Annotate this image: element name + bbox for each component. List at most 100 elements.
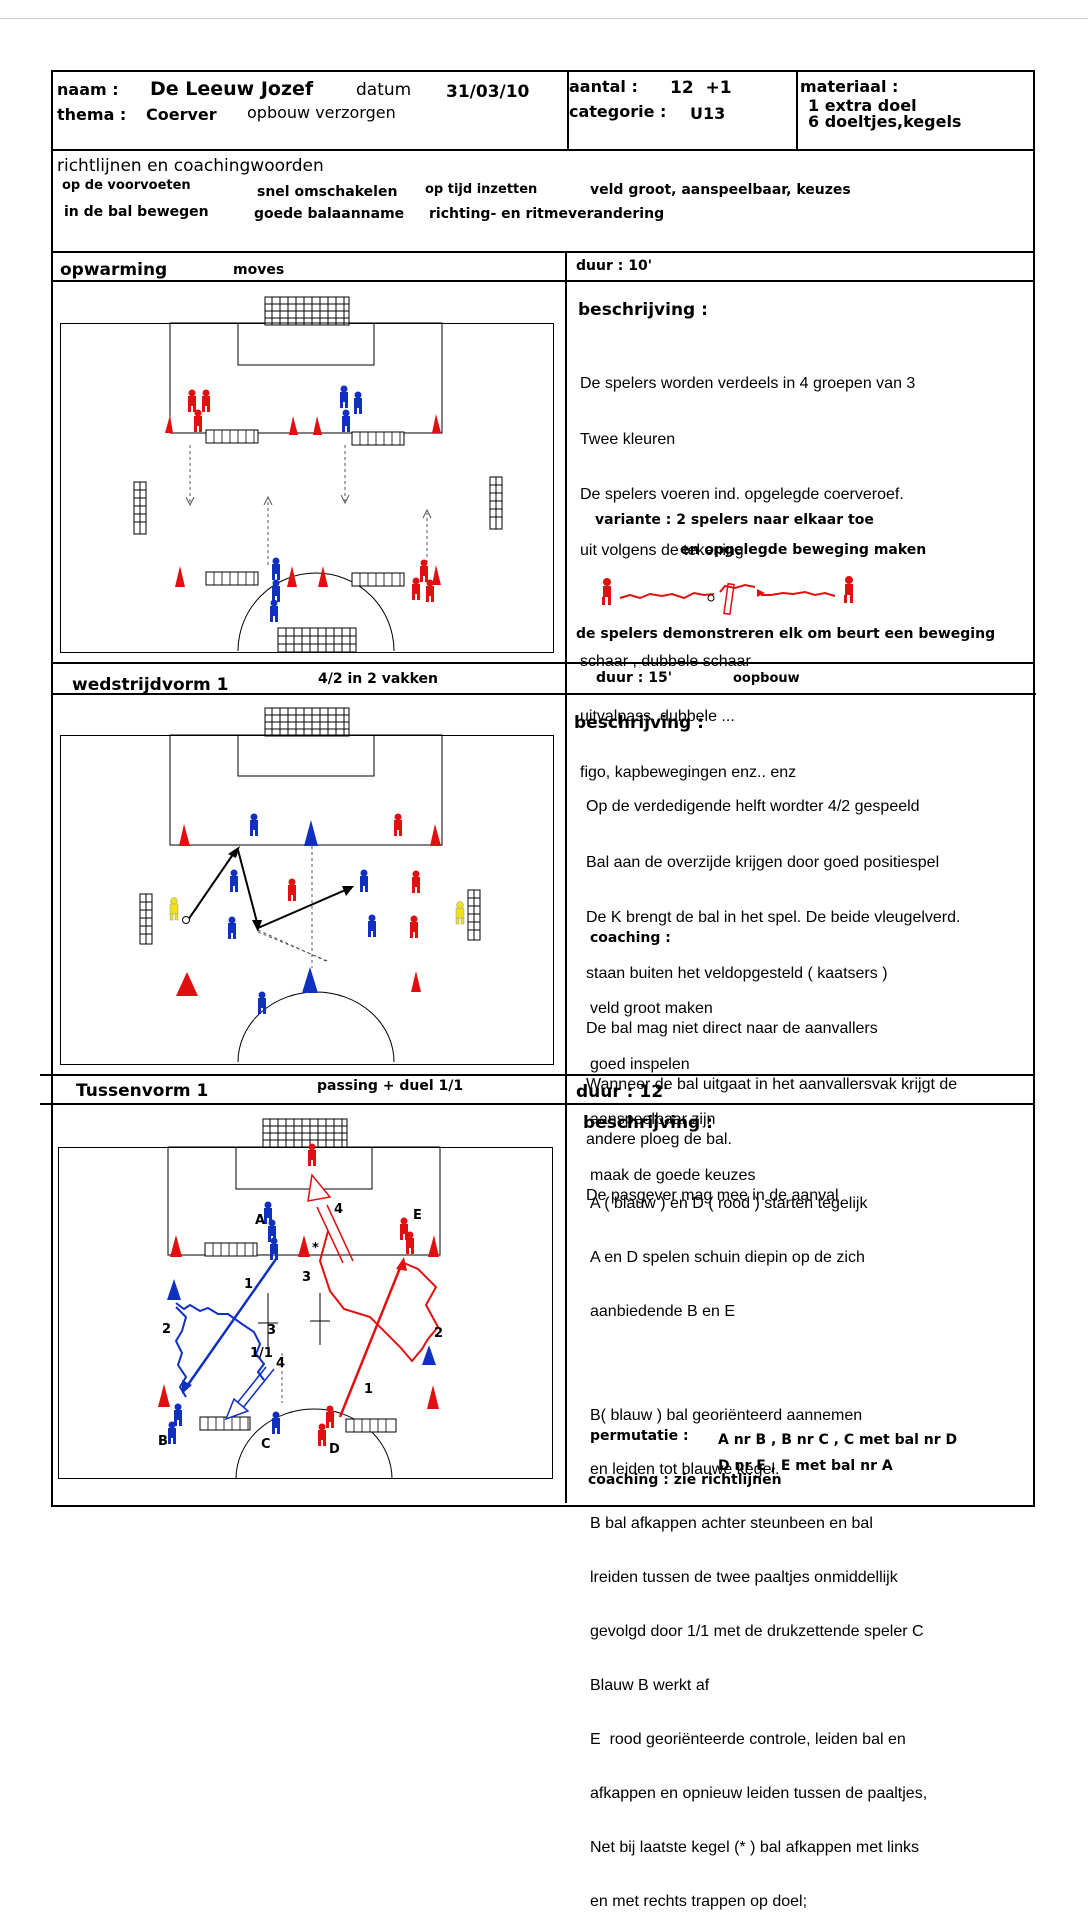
separator (51, 280, 1033, 282)
label-step2b: 2 (434, 1326, 443, 1341)
separator (567, 70, 569, 150)
desc-line: en met rechts trappen op doel; (590, 1893, 808, 1910)
desc-line: De K brengt de bal in het spel. De beide… (586, 909, 961, 926)
desc-line: Twee kleuren (580, 430, 676, 448)
coaching-line: aanspeelbaar zijn (590, 1111, 716, 1128)
variante-drawing (602, 576, 853, 616)
thema-value: Coerver (146, 105, 217, 124)
permutatie-label: permutatie : (590, 1428, 689, 1444)
section3-title: Tussenvorm 1 (76, 1081, 209, 1101)
separator (565, 251, 567, 1503)
materiaal-line1: 1 extra doel (808, 96, 917, 115)
label-a: A (255, 1213, 265, 1228)
desc-line: A en D spelen schuin diepin op de zich (590, 1249, 865, 1266)
label-duel: 1/1 (250, 1346, 273, 1361)
desc-line: figo, kapbewegingen enz.. enz (580, 763, 797, 781)
section1-subtitle: moves (233, 262, 285, 278)
coaching-line: veld groot maken (590, 1000, 713, 1017)
guideline-item: richting- en ritmeverandering (429, 206, 665, 222)
section3-description: A ( blauw ) en D ( rood ) starten tegeli… (590, 1159, 927, 1929)
desc-line: De pasgever mag mee in de aanval (586, 1186, 839, 1204)
desc-line: Blauw B werkt af (590, 1677, 710, 1694)
desc-line: gevolgd door 1/1 met de drukzettende spe… (590, 1623, 924, 1640)
section1-description: De spelers worden verdeels in 4 groepen … (580, 338, 915, 801)
label-d: D (329, 1442, 340, 1457)
field-wedstrijdvorm-drawing (139, 707, 481, 1063)
guidelines-title: richtlijnen en coachingwoorden (57, 156, 324, 176)
label-step1b: 1 (364, 1382, 373, 1397)
separator (40, 1103, 1035, 1105)
desc-line: lreiden tussen de twee paaltjes onmiddel… (590, 1569, 898, 1586)
separator (51, 251, 1033, 253)
aantal-value: 12 +1 (670, 78, 732, 98)
section2-beschrijving: beschrijving : (574, 713, 704, 733)
label-step3b: 3 (302, 1270, 311, 1285)
permutatie-line1: A nr B , B nr C , C met bal nr D (718, 1432, 958, 1448)
desc-line: De spelers voeren ind. opgelegde coerver… (580, 486, 904, 503)
desc-line: staan buiten het veldopgesteld ( kaatser… (586, 964, 888, 982)
section2-subtitle: 4/2 in 2 vakken (318, 671, 439, 687)
label-step4: 4 (276, 1356, 285, 1371)
thema-extra: opbouw verzorgen (247, 103, 396, 122)
guideline-item: goede balaanname (254, 206, 405, 222)
separator (51, 693, 1036, 695)
label-star: * (312, 1241, 319, 1256)
section2-duur: duur : 15' (596, 670, 672, 686)
guideline-item: veld groot, aanspeelbaar, keuzes (590, 182, 851, 198)
field-tussenvorm (58, 1147, 553, 1479)
sheet-frame (51, 70, 1035, 1507)
categorie-value: U13 (690, 104, 726, 123)
desc-line: afkappen en opnieuw leiden tussen de paa… (590, 1785, 928, 1802)
desc-line: De bal mag niet direct naar de aanvaller… (586, 1020, 878, 1037)
desc-line: E rood georiënteerde controle, leiden ba… (590, 1731, 906, 1748)
materiaal-line2: 6 doeltjes,kegels (808, 112, 962, 131)
datum-value: 31/03/10 (446, 82, 530, 102)
section2-coaching-label: coaching : (590, 930, 671, 946)
guideline-item: op de voorvoeten (62, 178, 191, 193)
label-e: E (413, 1208, 422, 1223)
datum-label: datum (356, 80, 412, 100)
guideline-item: op tijd inzetten (425, 182, 538, 197)
aantal-label: aantal : (569, 77, 638, 96)
naam-value: De Leeuw Jozef (150, 78, 314, 100)
section1-variante2: en opgelegde beweging maken (680, 542, 927, 558)
section2-description: Op de verdedigende helft wordter 4/2 ges… (586, 761, 960, 1224)
desc-line: Wanneer de bal uitgaat in het aanvallers… (586, 1075, 958, 1093)
field-opwarming-drawing (133, 296, 503, 653)
section1-beschrijving: beschrijving : (578, 300, 708, 320)
desc-line: uit volgens de tekening (580, 541, 744, 559)
separator (40, 1074, 1033, 1076)
guideline-item: in de bal bewegen (64, 204, 209, 220)
section1-title: opwarming (60, 260, 168, 280)
categorie-label: categorie : (569, 102, 667, 121)
label-c: C (261, 1437, 271, 1452)
permutatie-line2: D nr E , E met bal nr A (718, 1458, 893, 1474)
section1-demo: de spelers demonstreren elk om beurt een… (576, 626, 996, 642)
separator (51, 149, 1033, 151)
desc-line: Bal aan de overzijde krijgen door goed p… (586, 853, 940, 871)
desc-line: Net bij laatste kegel (* ) bal afkappen … (590, 1839, 920, 1856)
section2-extra: oopbouw (733, 671, 800, 686)
desc-line: De spelers worden verdeels in 4 groepen … (580, 375, 916, 392)
section1-duur: duur : 10' (576, 258, 652, 274)
desc-line: A ( blauw ) en D ( rood ) starten tegeli… (590, 1195, 868, 1212)
desc-line: B bal afkappen achter steunbeen en bal (590, 1515, 873, 1532)
label-step2: 2 (162, 1322, 171, 1337)
thema-label: thema : (57, 105, 127, 124)
section3-subtitle: passing + duel 1/1 (317, 1078, 464, 1094)
label-step1: 1 (244, 1277, 253, 1292)
label-b: B (158, 1434, 168, 1449)
desc-line: Op de verdedigende helft wordter 4/2 ges… (586, 798, 920, 815)
coaching-line: goed inspelen (590, 1055, 690, 1073)
section3-beschrijving: beschrijving : (583, 1113, 713, 1133)
desc-line (590, 1357, 927, 1371)
desc-line: B( blauw ) bal georiënteerd aannemen (590, 1407, 863, 1424)
separator (51, 662, 1033, 664)
desc-line: en leiden tot blauwe kegel. (590, 1461, 780, 1478)
field-tussenvorm-drawing: A E B C D 1 2 3 4 1/1 1 2 3 4 * (158, 1118, 443, 1480)
section1-variante: variante : 2 spelers naar elkaar toe (595, 512, 874, 528)
section2-title: wedstrijdvorm 1 (72, 675, 229, 695)
section2-coaching: veld groot maken goed inspelen aanspeelb… (590, 963, 755, 1204)
desc-line: andere ploeg de bal. (586, 1131, 732, 1148)
coaching-line: maak de goede keuzes (590, 1166, 756, 1184)
